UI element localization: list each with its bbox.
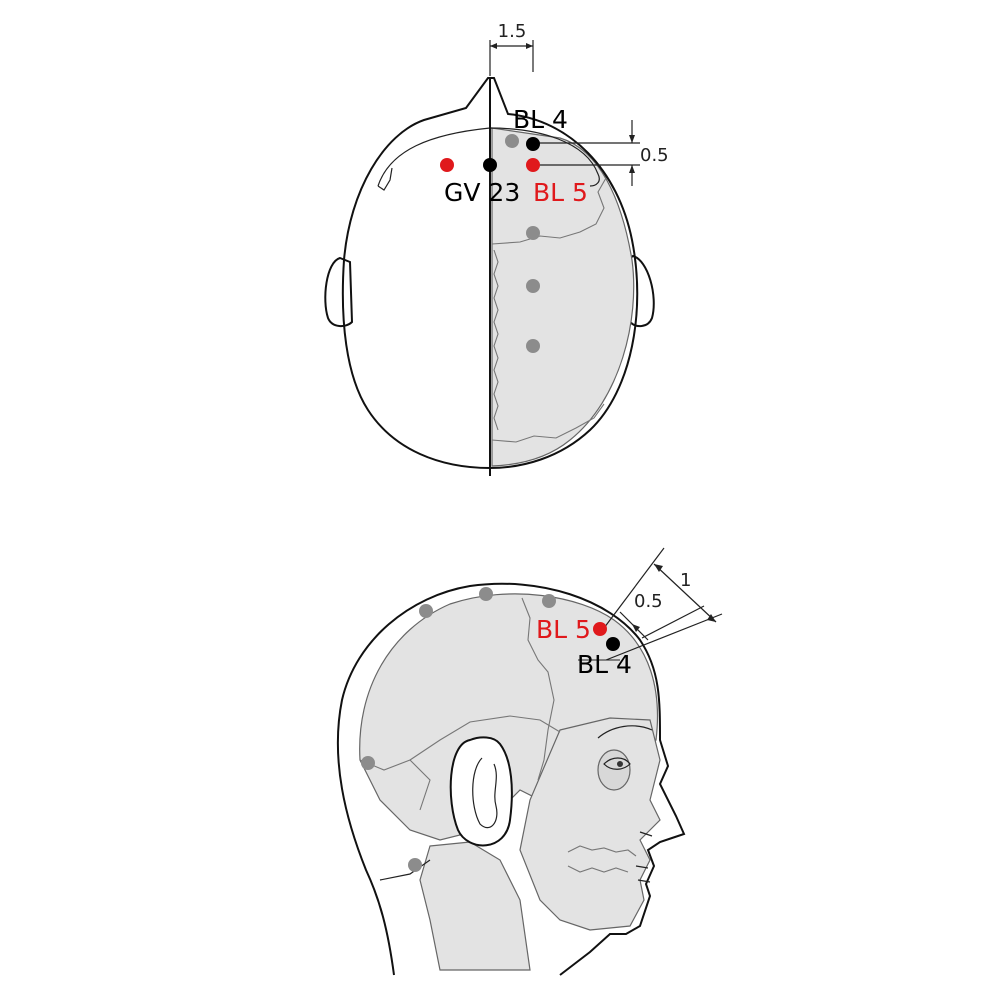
top-dimension-width: 1.5	[498, 21, 527, 42]
point-bl5-top-left	[440, 158, 454, 172]
neck-back-line	[379, 859, 431, 881]
label-bl4-top: BL 4	[513, 105, 568, 134]
side-minor-point	[361, 756, 375, 770]
label-bl5-side: BL 5	[536, 615, 591, 644]
top-dimensions: 1.5 0.5	[489, 21, 669, 186]
top-skull-right	[491, 127, 635, 467]
top-view-head	[324, 77, 655, 476]
right-ear	[629, 254, 655, 328]
label-bl4-side: BL 4	[577, 650, 632, 679]
side-ear	[449, 736, 513, 847]
point-bl4-side	[606, 637, 620, 651]
lambdoid-suture	[491, 403, 605, 443]
side-lambdoid-suture	[359, 759, 431, 811]
side-dimensions: 1 0.5	[603, 547, 723, 661]
side-minor-point	[408, 858, 422, 872]
side-head-outline	[336, 582, 686, 976]
sagittal-suture	[493, 249, 499, 431]
side-dimension-offset: 0.5	[634, 591, 663, 612]
side-minor-point	[479, 587, 493, 601]
top-points	[440, 134, 540, 353]
side-minor-point	[542, 594, 556, 608]
top-minor-point	[526, 339, 540, 353]
point-bl5-top-right	[526, 158, 540, 172]
eye	[603, 757, 631, 770]
side-dimension-total: 1	[680, 570, 691, 591]
left-ear	[324, 256, 354, 328]
side-coronal-suture	[521, 597, 555, 781]
point-bl5-side	[593, 622, 607, 636]
point-bl4-top	[526, 137, 540, 151]
side-points	[361, 587, 620, 872]
orbit	[597, 749, 631, 791]
point-gv23	[483, 158, 497, 172]
top-minor-point	[526, 279, 540, 293]
side-minor-point	[419, 604, 433, 618]
side-view-head	[336, 582, 686, 976]
teeth	[567, 845, 637, 873]
top-hairline-left	[377, 167, 393, 191]
side-squamous-suture	[409, 715, 561, 761]
cervical-spine	[419, 841, 531, 971]
top-dimension-offset: 0.5	[640, 145, 669, 166]
top-hairline	[377, 127, 600, 187]
label-gv23: GV 23	[444, 178, 520, 207]
eyebrow	[597, 725, 653, 739]
label-bl5-top: BL 5	[533, 178, 588, 207]
top-minor-point	[526, 226, 540, 240]
top-minor-point	[505, 134, 519, 148]
